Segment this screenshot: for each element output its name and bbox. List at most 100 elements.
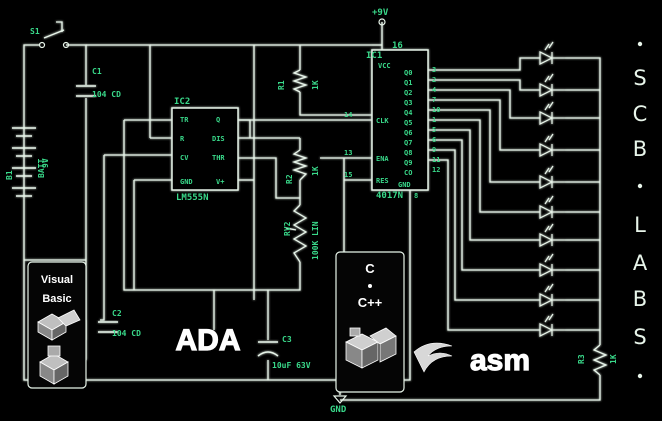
cpp-blocks-icon <box>345 327 397 369</box>
asm-logo: asm <box>413 342 531 378</box>
led-light-arrows <box>544 165 554 175</box>
ic-555-pin-dis: DIS <box>212 135 225 143</box>
pot-ref: RV2 <box>283 221 292 236</box>
led-diode-shape <box>539 205 554 219</box>
brand-letter: S <box>633 325 646 349</box>
c1-value: 104 CD <box>92 90 121 99</box>
ic-555-pin-q: Q <box>216 116 220 124</box>
ic-4017-output-q8: Q8 <box>404 149 412 157</box>
ic-4017-res-pin: RES <box>376 177 389 185</box>
ic-4017-ena-pin: ENA <box>376 155 389 163</box>
pot-value: 100K LIN <box>311 221 320 260</box>
c-cpp-logo: C C++ <box>335 251 405 393</box>
r1-value: 1K <box>311 80 320 90</box>
c3-ref: C3 <box>282 335 292 344</box>
cpp-label: C++ <box>358 295 383 310</box>
led-light-arrows <box>544 101 554 111</box>
gnd-symbol <box>332 395 348 404</box>
ic-555-body <box>171 107 239 191</box>
ic-4017-ref: IC1 <box>366 51 382 61</box>
ic-555-ref: IC2 <box>174 97 190 107</box>
c3-value: 10uF 63V <box>272 361 311 370</box>
battery-ref: B1 <box>5 170 14 180</box>
ic-555-name: LM555N <box>176 193 209 203</box>
led-diode-shape <box>539 83 554 97</box>
c2-ref: C2 <box>112 309 122 318</box>
switch <box>38 41 70 49</box>
capacitor-c1-symbol <box>76 85 96 97</box>
ic-4017-name: 4017N <box>376 191 403 201</box>
led-diode-shape <box>539 143 554 157</box>
brand-letter: C <box>633 102 648 126</box>
ada-logo: ADA <box>175 323 241 357</box>
ic-4017-output-pin-num: 10 <box>432 106 440 114</box>
led-7 <box>539 223 565 247</box>
led-array <box>539 41 565 337</box>
c1-ref: C1 <box>92 67 102 76</box>
ic-555: IC2 LM555N TR R CV GND Q DIS THR V+ <box>171 97 239 203</box>
ic-4017-ena-pin-num: 13 <box>344 149 352 157</box>
led-diode-shape <box>539 233 554 247</box>
ic-4017-gnd-pin: GND <box>398 181 411 189</box>
ic-4017-output-pin-num: 12 <box>432 166 440 174</box>
led-light-arrows <box>544 73 554 83</box>
battery-value: 9V <box>41 158 50 168</box>
brand-letter: B <box>633 287 647 311</box>
ic-4017-output-q1: Q1 <box>404 79 412 87</box>
led-light-arrows <box>544 223 554 233</box>
led-light-arrows <box>544 283 554 293</box>
ic-4017-clk-pin: CLK <box>376 117 389 125</box>
ic-4017-output-q4: Q4 <box>404 109 412 117</box>
ic-4017-output-q7: Q7 <box>404 139 412 147</box>
ic-4017-output-q2: Q2 <box>404 89 412 97</box>
c-cpp-separator-dot <box>368 284 372 288</box>
led-light-arrows <box>544 253 554 263</box>
r3-ref: R3 <box>577 354 586 364</box>
ic-4017-output-q5: Q5 <box>404 119 412 127</box>
resistor-r1-symbol <box>291 69 309 93</box>
ic-4017-output-pin-num: 3 <box>432 66 436 74</box>
ic-4017-output-co: CO <box>404 169 412 177</box>
ic-4017-output-pin-num: 11 <box>432 156 440 164</box>
resistor-r2-symbol <box>291 149 309 181</box>
ic-4017-res-pin-num: 15 <box>344 171 352 179</box>
capacitor-c2-symbol <box>98 321 118 333</box>
led-light-arrows <box>544 313 554 323</box>
asm-swoosh-icon <box>413 342 453 373</box>
ic-555-pin-gnd: GND <box>180 178 193 186</box>
visual-basic-line2: Basic <box>42 293 71 305</box>
capacitor-c3-symbol <box>257 341 279 357</box>
ic-4017-output-pin-num: 5 <box>432 126 436 134</box>
visual-basic-line1: Visual <box>41 274 73 286</box>
ic-4017-body <box>371 49 429 191</box>
vb-cube-icon <box>37 309 81 341</box>
ic-4017-output-pin-num: 4 <box>432 86 436 94</box>
r1-ref: R1 <box>277 80 286 90</box>
resistor-r3-symbol <box>592 344 608 376</box>
led-10 <box>539 313 565 337</box>
led-3 <box>539 101 565 125</box>
ic-4017-output-pin-num: 2 <box>432 76 436 84</box>
led-2 <box>539 73 565 97</box>
ic-555-pin-thr: THR <box>212 154 225 162</box>
battery-symbol <box>12 127 36 197</box>
brand-dot <box>637 183 643 189</box>
visual-basic-logo: Visual Basic <box>27 261 87 389</box>
wiring <box>23 21 601 401</box>
r3-value: 1K <box>609 354 618 364</box>
ada-text: ADA <box>176 324 241 357</box>
led-8 <box>539 253 565 277</box>
ic-555-pin-r: R <box>180 135 185 143</box>
led-6 <box>539 195 565 219</box>
ic-4017-output-q0: Q0 <box>404 69 412 77</box>
ic-4017-gnd-pin-num: 8 <box>414 192 418 200</box>
led-diode-shape <box>539 175 554 189</box>
ic-4017-vcc-pin: VCC <box>378 62 391 70</box>
ic-4017-output-pin-num: 6 <box>432 136 436 144</box>
vcc-label: +9V <box>372 8 389 18</box>
brand-dot <box>637 41 643 47</box>
led-1 <box>539 41 565 65</box>
